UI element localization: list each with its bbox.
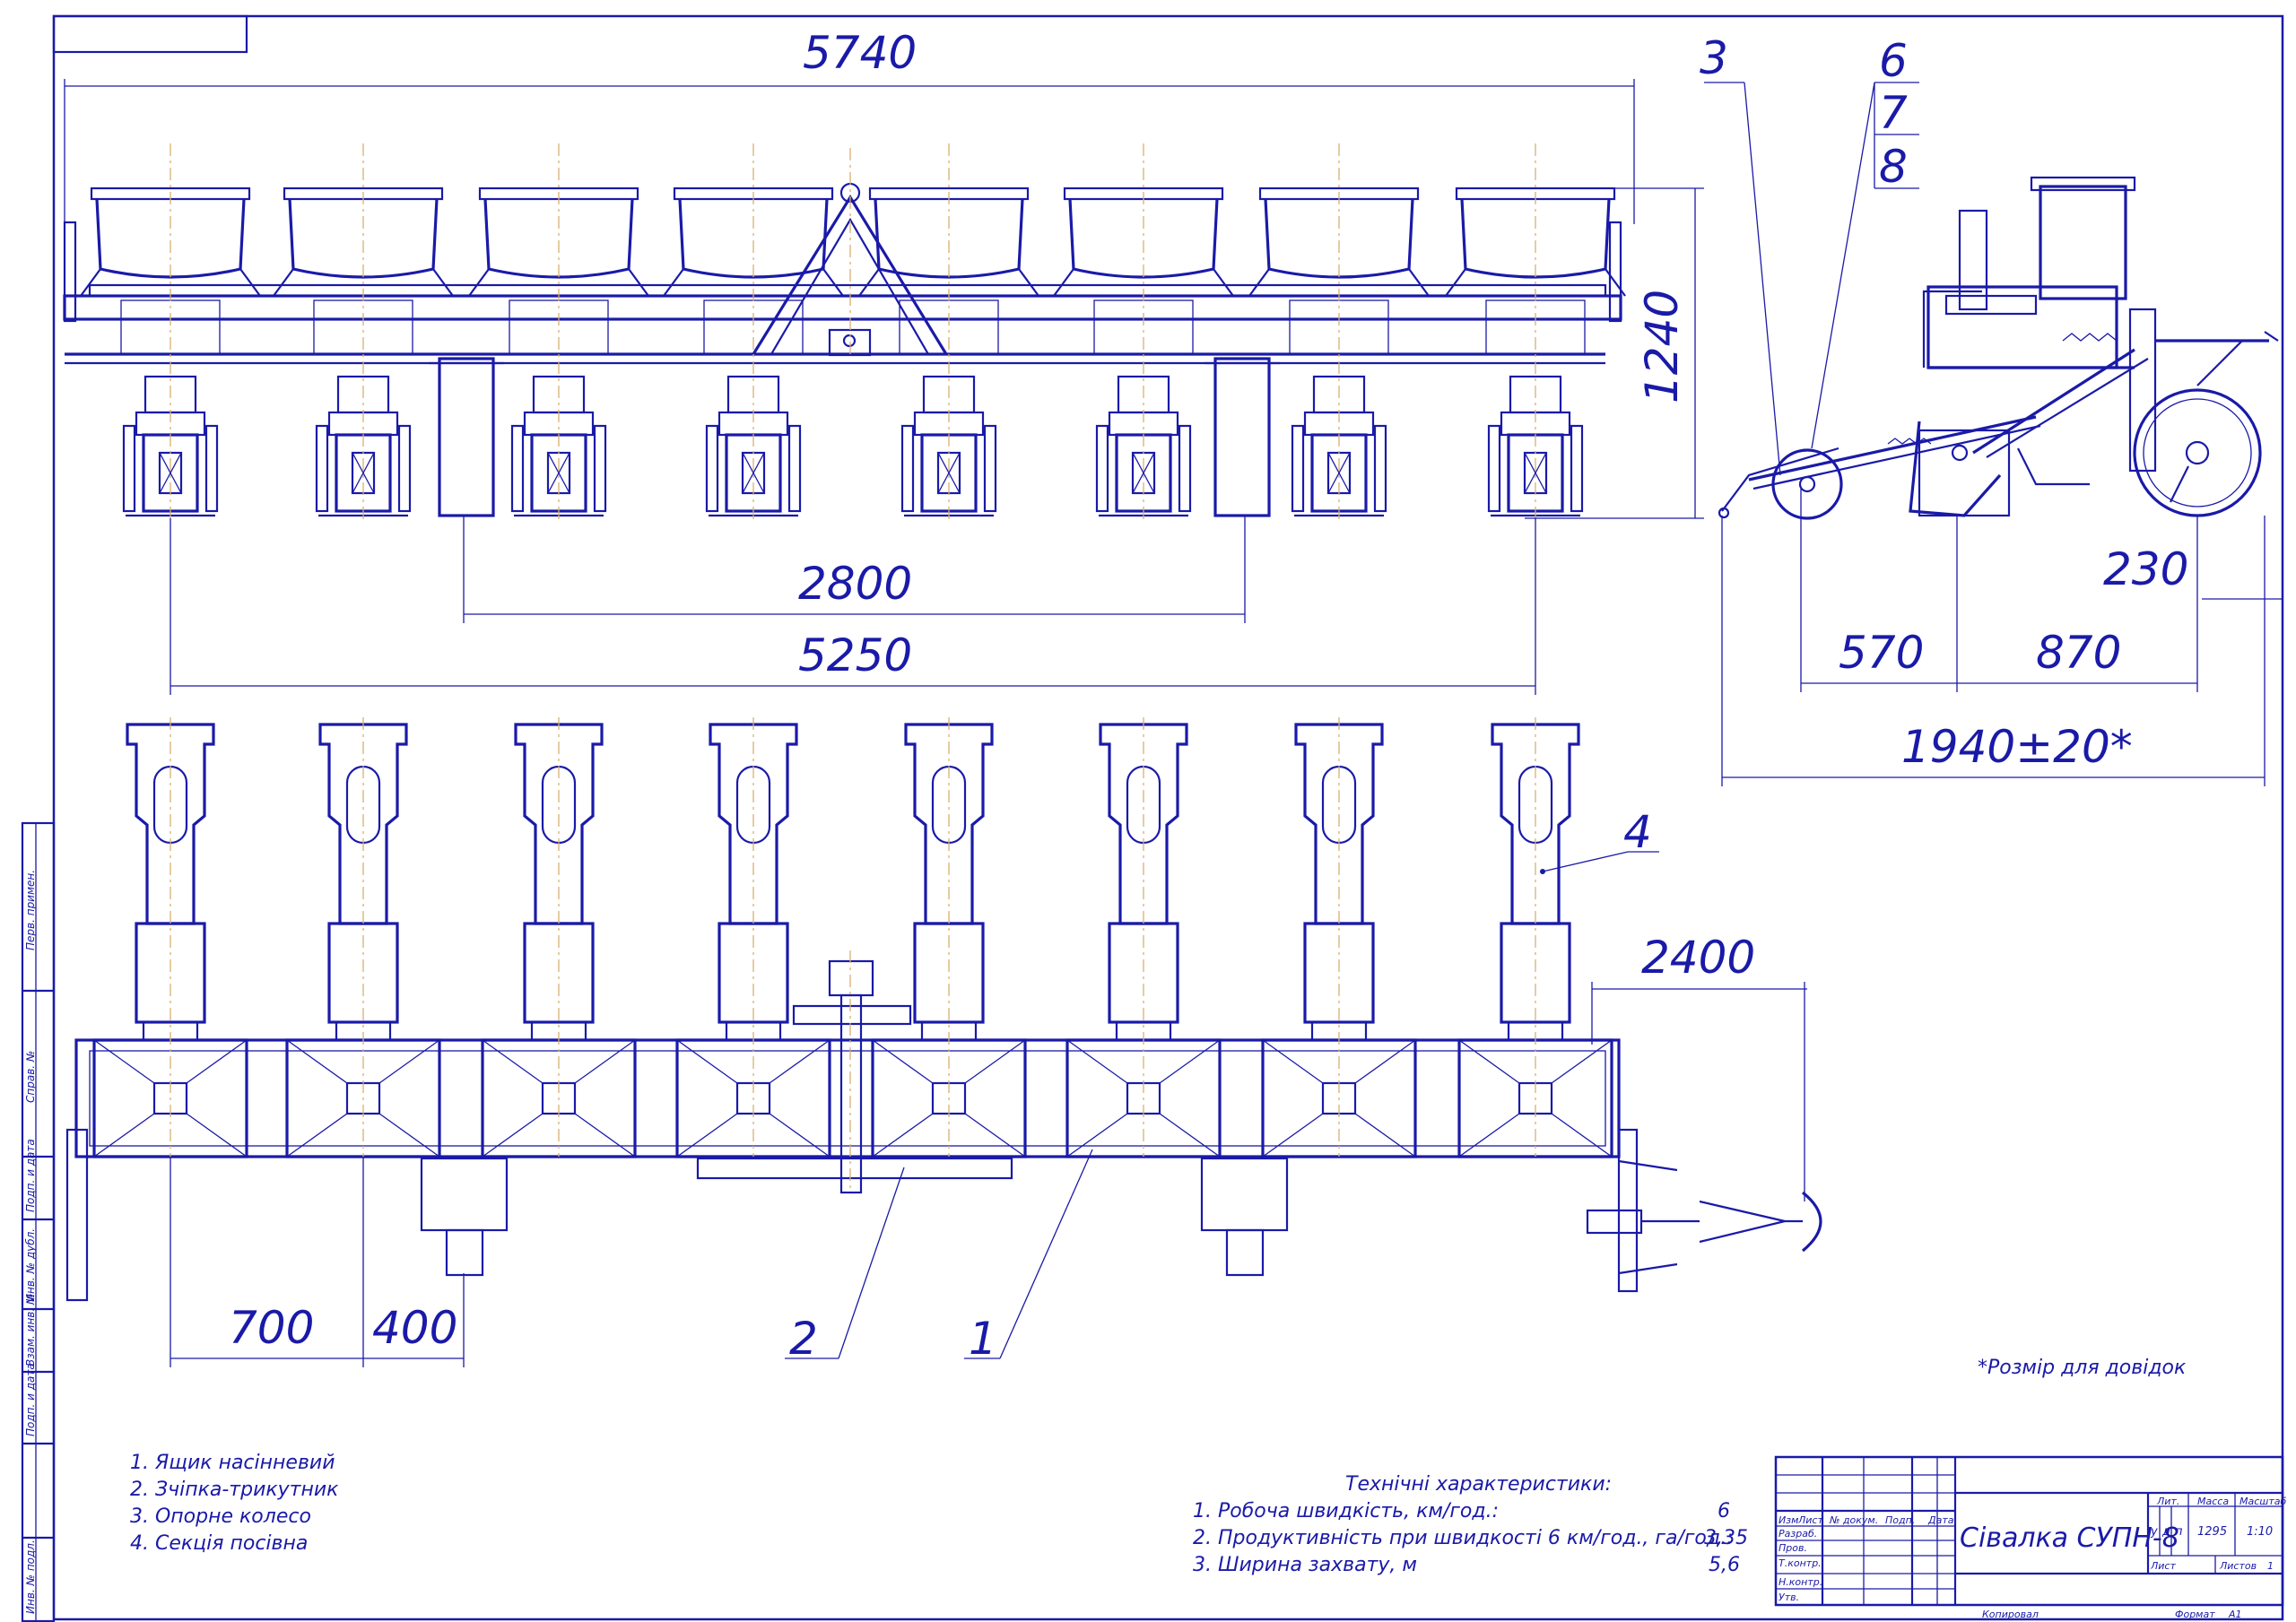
tb-row-razrab: Разраб. — [1779, 1528, 1817, 1540]
spec-2-value: 3,35 — [1704, 1527, 1748, 1549]
dim-2400: 2400 — [1641, 932, 1755, 984]
section-axis-lines — [170, 143, 1536, 520]
front-sowing-sections — [122, 375, 1584, 517]
callout-8: 8 — [1879, 141, 1908, 193]
parts-list: 1. Ящик насінневий 2. Зчіпка-трикутник 3… — [130, 1452, 339, 1555]
tb-sheets-label: Листов — [2219, 1560, 2257, 1572]
tb-format-label: Формат — [2175, 1609, 2215, 1620]
plan-sowing-section — [1294, 717, 1384, 1157]
callout-2: 2 — [789, 1313, 818, 1365]
dim-230: 230 — [2103, 543, 2188, 595]
plan-sowing-section — [1491, 717, 1580, 1157]
dim-570: 570 — [1839, 627, 1924, 679]
dim-1240: 1240 — [1636, 290, 1688, 403]
stamp-field-3: Подп. и дата — [24, 1139, 37, 1212]
plan-sowing-section — [126, 717, 215, 1157]
plan-sowing-sections — [126, 717, 1580, 1157]
reference-note: *Розмір для довідок — [1978, 1357, 2187, 1379]
support-wheel-right — [1213, 357, 1271, 517]
plan-sowing-section — [709, 717, 798, 1157]
dim-5250: 5250 — [798, 629, 912, 681]
side-stamp: Перв. примен. Справ. № Подп. и дата Инв.… — [21, 821, 56, 1622]
callout-4: 4 — [1623, 806, 1652, 858]
spec-3-label: 3. Ширина захвату, м — [1193, 1554, 1417, 1576]
tb-col-izm: Изм — [1779, 1514, 1798, 1526]
stamp-field-7: Инв. № подл. — [24, 1540, 37, 1614]
parts-item-3: 3. Опорне колесо — [130, 1505, 311, 1528]
tb-scale-value: 1:10 — [2247, 1525, 2273, 1539]
side-view — [1718, 176, 2279, 520]
plan-sowing-section — [318, 717, 408, 1157]
technical-specs: Технічні характеристики: 1. Робоча швидк… — [1193, 1473, 1748, 1576]
central-drive — [696, 950, 1013, 1194]
plan-sowing-section — [904, 717, 994, 1157]
title-block: Изм Лист № докум. Подп. Дата Разраб. Про… — [1774, 1455, 2286, 1620]
tb-scale-label: Масштаб — [2239, 1496, 2286, 1507]
support-wheel-left — [438, 357, 495, 517]
tb-sheet-label: Лист — [2150, 1560, 2176, 1572]
callout-1: 1 — [969, 1313, 997, 1365]
tb-lit-2: д — [2161, 1525, 2170, 1539]
dim-700: 700 — [229, 1302, 314, 1354]
tb-row-utv: Утв. — [1779, 1592, 1799, 1603]
plan-sowing-section — [1099, 717, 1188, 1157]
spec-1-label: 1. Робоча швидкість, км/год.: — [1193, 1500, 1499, 1522]
tb-mass-value: 1295 — [2197, 1525, 2227, 1539]
callouts: 1 2 3 6 7 8 4 — [785, 32, 1919, 1365]
spec-3-value: 5,6 — [1709, 1554, 1740, 1576]
tb-lit-1: у — [2150, 1525, 2158, 1539]
stamp-field-2: Справ. № — [24, 1051, 37, 1103]
parts-item-1: 1. Ящик насінневий — [130, 1452, 335, 1474]
drawing-title: Сівалка СУПН-8 — [1960, 1522, 2179, 1554]
stamp-field-5: Взам. инв. № — [24, 1294, 37, 1366]
tb-row-tkontr: Т.контр. — [1779, 1557, 1822, 1569]
marker-hitch — [1586, 1128, 1822, 1293]
stamp-field-6: Подп. и дата — [24, 1363, 37, 1436]
tb-col-list: Лист — [1797, 1514, 1823, 1526]
tb-row-nkontr: Н.контр. — [1779, 1576, 1822, 1588]
tb-col-sign: Подп. — [1885, 1514, 1915, 1526]
spec-2-label: 2. Продуктивність при швидкості 6 км/год… — [1193, 1527, 1734, 1549]
tb-copied: Копировал — [1982, 1609, 2039, 1620]
tb-lit-label: Лит. — [2156, 1496, 2179, 1507]
callout-7: 7 — [1879, 87, 1908, 139]
tb-col-date: Дата — [1927, 1514, 1954, 1526]
dim-1940: 1940±20* — [1901, 721, 2133, 773]
parts-item-4: 4. Секція посівна — [130, 1532, 308, 1555]
tb-row-prov: Пров. — [1779, 1542, 1807, 1554]
plan-view — [65, 717, 1822, 1302]
plan-seed-boxes — [92, 1038, 1613, 1158]
dim-400: 400 — [372, 1302, 457, 1354]
tb-col-doc: № докум. — [1829, 1514, 1878, 1526]
callout-6: 6 — [1879, 35, 1908, 87]
dim-2800: 2800 — [798, 558, 912, 610]
dimension-lines: 5740 1240 2800 5250 2400 700 400 230 — [64, 27, 2283, 1367]
stamp-field-4: Инв. № дубл. — [24, 1228, 37, 1302]
front-view — [63, 148, 1626, 517]
dim-870: 870 — [2036, 627, 2121, 679]
sheet-frame — [52, 14, 2284, 1621]
spec-1-value: 6 — [1718, 1500, 1730, 1522]
hitch-triangle-front — [752, 148, 948, 357]
dim-5740: 5740 — [803, 27, 917, 79]
plan-sowing-section — [514, 717, 604, 1157]
tb-sheets-value: 1 — [2267, 1560, 2274, 1572]
tb-lit-3: п — [2175, 1525, 2183, 1539]
specs-title: Технічні характеристики: — [1345, 1473, 1612, 1496]
stamp-field-1: Перв. примен. — [24, 870, 37, 950]
callout-3: 3 — [1700, 32, 1728, 84]
tb-format-value: A1 — [2228, 1609, 2242, 1620]
parts-item-2: 2. Зчіпка-трикутник — [130, 1479, 339, 1501]
tb-mass-label: Масса — [2197, 1496, 2229, 1507]
